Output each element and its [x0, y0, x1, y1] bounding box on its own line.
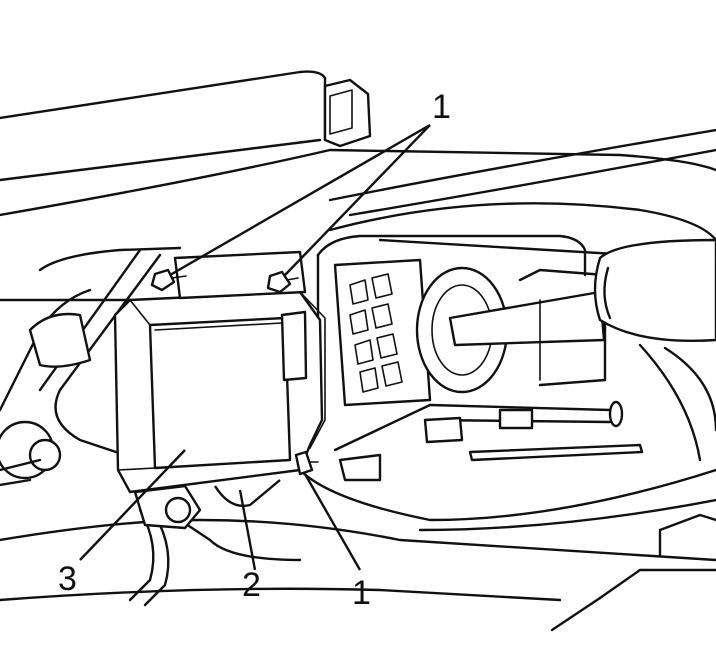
- callout-label-3: 3: [58, 560, 77, 598]
- callout-label-1-side: 1: [352, 574, 371, 612]
- callout-label-2: 2: [242, 566, 261, 604]
- lower-body: [0, 468, 716, 632]
- actuator-housing: [316, 234, 607, 407]
- lower-rods: [333, 400, 644, 482]
- bolt-top-left: [150, 268, 187, 292]
- callout-label-1-top: 1: [432, 88, 451, 126]
- control-module: [113, 290, 326, 494]
- leader-lines: [79, 123, 431, 571]
- bolt-top-right: [266, 270, 299, 294]
- upper-frame-rail: [0, 70, 716, 217]
- left-frame: [0, 246, 302, 607]
- bolt-side: [294, 450, 319, 476]
- air-duct: [593, 238, 716, 462]
